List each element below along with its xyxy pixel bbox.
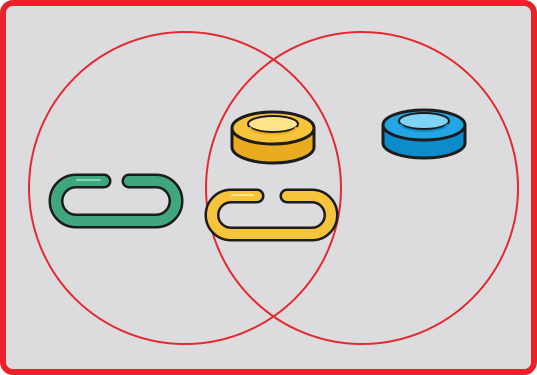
- blue-ring-icon: [383, 110, 465, 158]
- yellow-ring-icon: [232, 112, 314, 163]
